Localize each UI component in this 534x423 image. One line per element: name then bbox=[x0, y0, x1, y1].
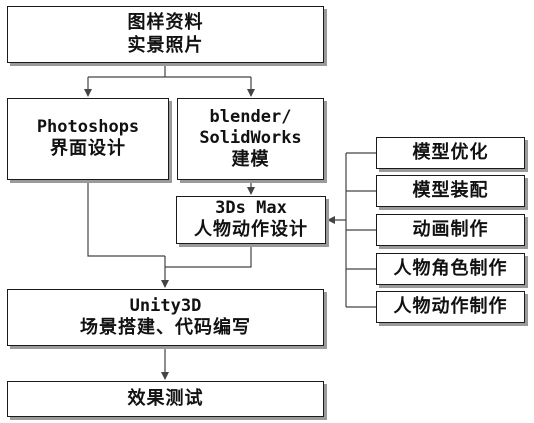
connector-photoshop-to-merge bbox=[87, 180, 165, 257]
side-task-model-optimize: 模型优化 bbox=[376, 137, 525, 169]
node-blender-solidworks: blender/ SolidWorks 建模 bbox=[177, 98, 324, 180]
node-3dsmax: 3Ds Max 人物动作设计 bbox=[176, 196, 326, 244]
node-3dsmax-line-2: 人物动作设计 bbox=[194, 219, 308, 241]
side-task-label: 人物动作制作 bbox=[393, 295, 508, 317]
connector-3dsmax-to-merge bbox=[165, 244, 252, 268]
node-photoshop-line-1: Photoshops bbox=[36, 117, 140, 138]
node-unity-line-2: 场景搭建、代码编写 bbox=[80, 316, 251, 338]
node-blender-line-2: SolidWorks bbox=[199, 127, 302, 148]
node-source-line-1: 图样资料 bbox=[127, 12, 204, 33]
node-effect-test: 效果测试 bbox=[7, 381, 324, 417]
side-task-label: 人物角色制作 bbox=[393, 257, 508, 279]
node-unity3d: Unity3D 场景搭建、代码编写 bbox=[7, 289, 324, 346]
side-task-label: 动画制作 bbox=[412, 218, 489, 240]
side-task-label: 模型优化 bbox=[412, 141, 489, 163]
node-source-line-2: 实景照片 bbox=[127, 34, 204, 56]
side-task-character: 人物角色制作 bbox=[376, 253, 525, 285]
node-photoshop: Photoshops 界面设计 bbox=[7, 98, 169, 180]
node-blender-line-3: 建模 bbox=[231, 149, 270, 170]
node-3dsmax-line-1: 3Ds Max bbox=[215, 198, 287, 219]
node-photoshop-line-2: 界面设计 bbox=[50, 138, 126, 160]
node-test-line-1: 效果测试 bbox=[127, 387, 204, 409]
side-task-model-assembly: 模型装配 bbox=[376, 175, 525, 207]
side-task-animation: 动画制作 bbox=[376, 214, 525, 246]
node-source-materials: 图样资料 实景照片 bbox=[7, 6, 324, 63]
side-task-label: 模型装配 bbox=[412, 179, 489, 201]
connector-source-split bbox=[88, 63, 251, 78]
node-blender-line-1: blender/ bbox=[209, 106, 292, 127]
side-task-character-motion: 人物动作制作 bbox=[376, 291, 525, 323]
node-unity-line-1: Unity3D bbox=[129, 295, 202, 316]
